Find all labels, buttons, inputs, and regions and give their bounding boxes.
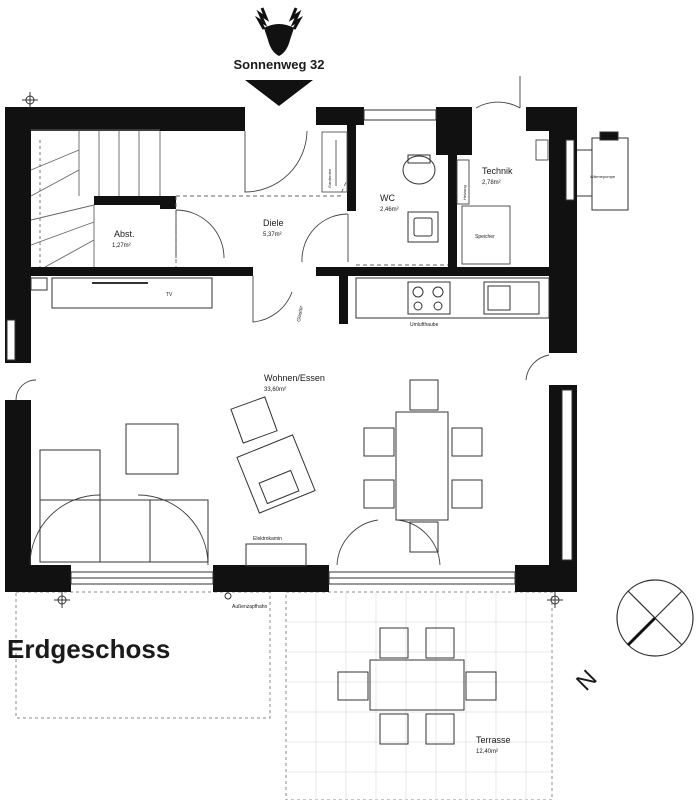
room-area-wohnen: 33,60m² <box>264 387 286 393</box>
entrance-arrow-icon <box>245 80 313 106</box>
wc-fixtures <box>402 154 439 243</box>
room-name-diele: Diele <box>263 218 284 228</box>
technik-fixtures <box>456 139 549 265</box>
survey-markers <box>22 92 563 608</box>
waermepumpe-unit <box>577 131 629 211</box>
terrace-outline <box>285 591 553 800</box>
room-area-terrasse: 12,40m² <box>476 749 498 755</box>
room-name-terrasse: Terrasse <box>476 735 511 745</box>
compass-icon <box>616 579 694 657</box>
dining-table <box>363 379 483 553</box>
heizung-label: Heizung <box>462 185 467 200</box>
garderobe-label: Garderobe <box>327 168 332 188</box>
address-label: Sonnenweg 32 <box>233 57 324 72</box>
aussen-label: Außenzapfhahn <box>232 604 268 610</box>
deer-head-icon <box>254 7 304 56</box>
room-outlines <box>175 179 448 267</box>
terrace-table <box>337 627 497 745</box>
kamin-label: Elektrokamin <box>253 536 282 542</box>
room-area-wc: 2,46m² <box>380 207 399 213</box>
room-name-wohnen: Wohnen/Essen <box>264 373 325 383</box>
room-name-abst: Abst. <box>114 229 135 239</box>
tv-label: TV <box>166 292 173 298</box>
garderobe <box>321 131 348 193</box>
glastuer-label: Glastür <box>296 305 305 322</box>
kitchen <box>355 277 550 319</box>
terrace-tiles <box>286 592 552 800</box>
room-name-technik: Technik <box>482 166 513 176</box>
doors <box>15 76 550 566</box>
floor-title: Erdgeschoss <box>7 634 170 664</box>
room-area-technik: 2,78m² <box>482 180 501 186</box>
speicher-label: Speicher <box>475 234 495 240</box>
room-name-wc: WC <box>380 193 395 203</box>
outdoor-area-outline <box>15 591 271 719</box>
waermepumpe-label: Wärmepumpe <box>590 174 616 179</box>
tv-sideboard <box>51 277 213 309</box>
room-area-diele: 5,37m² <box>263 232 282 238</box>
cabinet <box>30 277 48 291</box>
north-label: N <box>571 665 602 696</box>
living-furniture <box>39 396 316 567</box>
room-area-abst: 1,27m² <box>112 243 131 249</box>
staircase <box>30 129 161 268</box>
umluft-label: Umlufthaube <box>410 322 439 328</box>
interior-walls <box>31 125 549 324</box>
